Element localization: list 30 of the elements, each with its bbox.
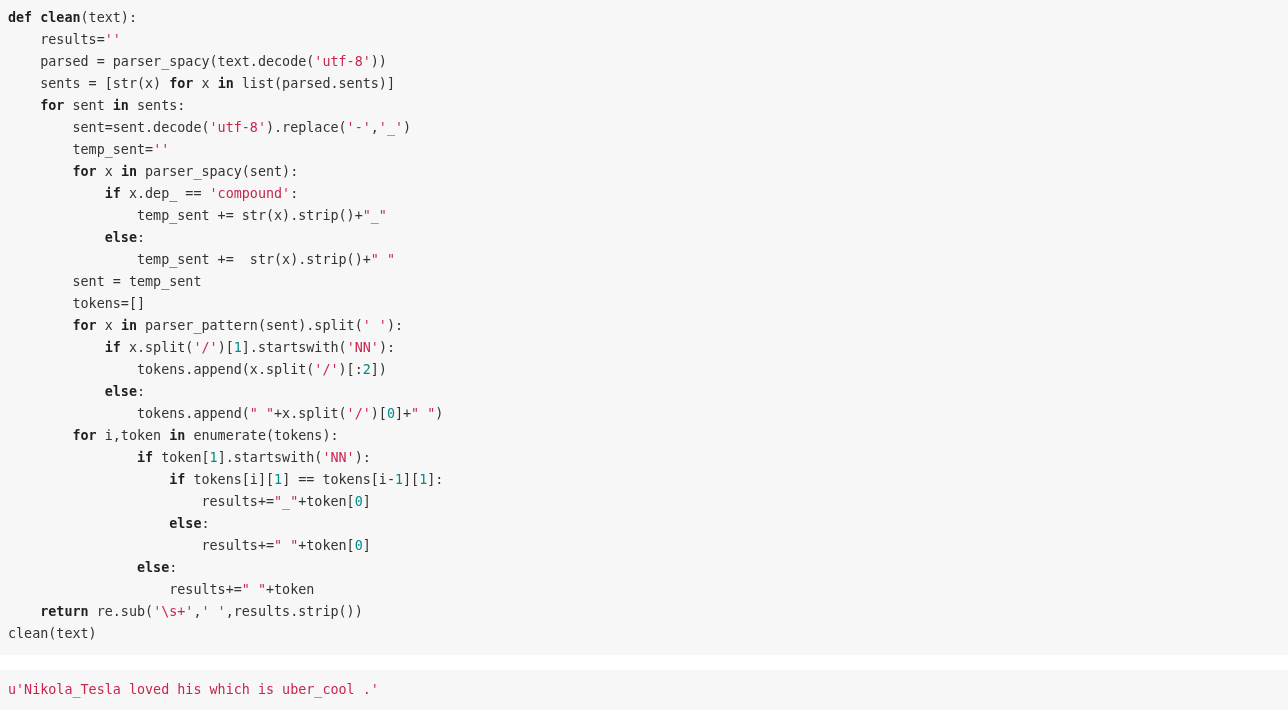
code-line: clean(text) [8,625,97,643]
code-line: for i,token in enumerate(tokens): [71,427,339,445]
output-line: u'Nikola_Tesla loved his which is uber_cool .' [8,681,379,700]
code-line: for x in parser_pattern(sent).split(' '): [71,317,404,336]
code-line: results+=" "+token [168,581,315,599]
code-line: for x in parser_spacy(sent): [71,163,299,182]
code-line: parsed = parser_spacy(text.decode('utf-8')) [39,53,387,72]
code-line: temp_sent += str(x).strip()+" " [136,251,395,270]
code-line: sent = temp_sent [71,273,202,292]
code-line: else: [103,383,146,401]
code-line: sent=sent.decode('utf-8').replace('-','_') [71,119,412,138]
code-line: results+=" "+token[0] [200,537,371,555]
code-line: temp_sent += str(x).strip()+"_" [136,207,387,226]
code-line: if token[1].startswith('NN'): [136,449,371,467]
code-line: if x.split('/')[1].startswith('NN'): [103,339,395,357]
code-line: sents = [str(x) for x in list(parsed.sents)] [39,75,395,93]
code-line: tokens.append(x.split('/')[:2]) [136,361,387,379]
code-line: temp_sent='' [71,141,170,160]
code-line: if tokens[i][1] == tokens[i-1][1]: [168,471,444,489]
code-line: if x.dep_ == 'compound': [103,185,299,204]
code-line: results+="_"+token[0] [200,493,371,512]
code-line: else: [136,559,178,577]
code-line: for sent in sents: [39,97,186,115]
code-line: def clean(text): [8,9,137,27]
code-line: else: [103,229,146,247]
code-line: return re.sub('\s+',' ',results.strip()) [39,603,363,621]
code-line: results='' [39,31,121,49]
code-line: tokens=[] [71,295,146,313]
code-line: tokens.append(" "+x.split('/')[0]+" ") [136,405,444,423]
code-line: else: [168,515,210,533]
